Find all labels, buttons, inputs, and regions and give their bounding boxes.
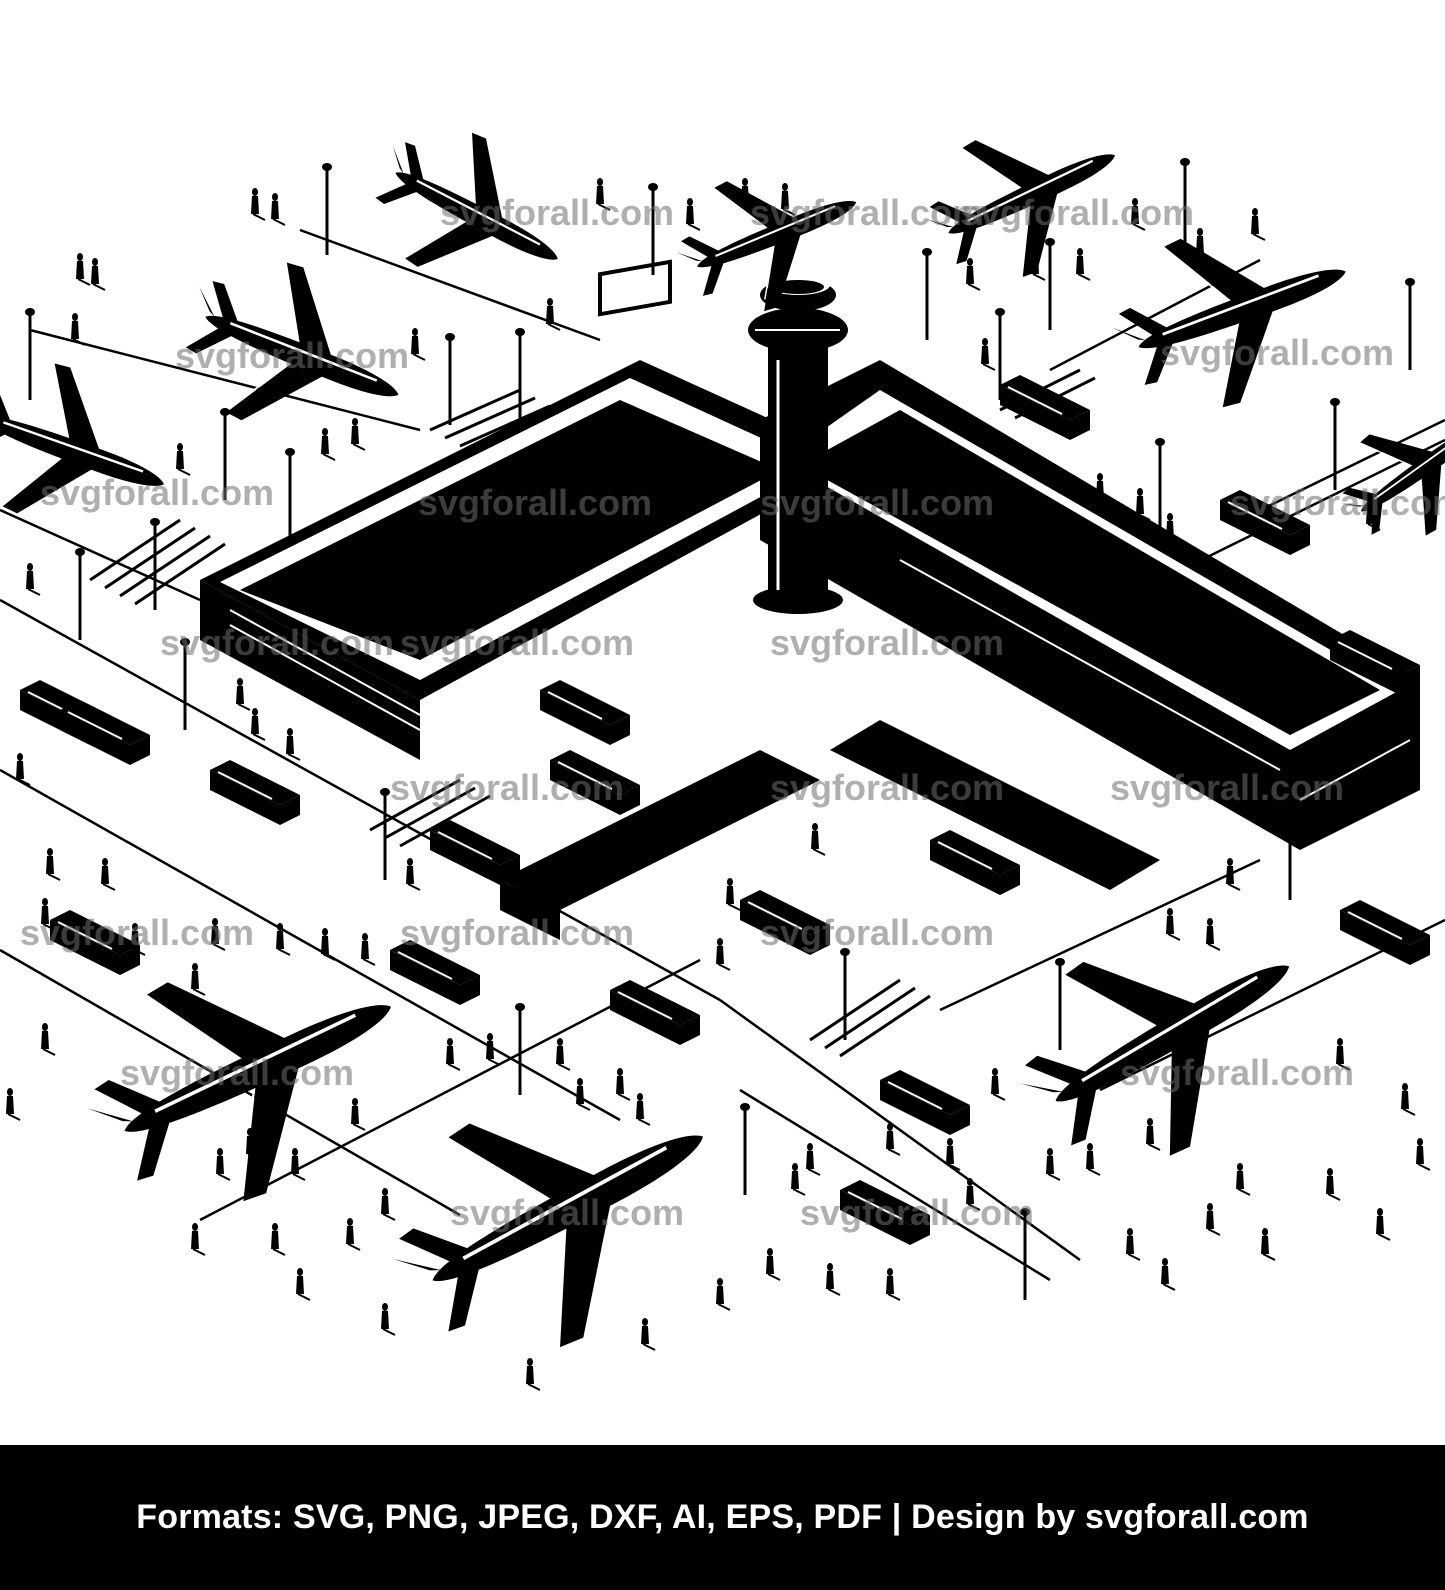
watermark-text: svgforall.com <box>770 622 1004 663</box>
watermark-text: svgforall.com <box>800 1192 1034 1233</box>
footer-banner: Formats: SVG, PNG, JPEG, DXF, AI, EPS, P… <box>0 1445 1445 1590</box>
watermark-text: svgforall.com <box>160 622 394 663</box>
watermark-text: svgforall.com <box>400 912 634 953</box>
watermark-text: svgforall.com <box>20 912 254 953</box>
watermark-text: svgforall.com <box>390 767 624 808</box>
hatch-areas <box>89 368 1096 1058</box>
watermark-text: svgforall.com <box>175 335 409 376</box>
terminal-building-icon <box>200 259 1420 940</box>
watermark-text: svgforall.com <box>1230 482 1445 523</box>
control-tower-icon <box>748 275 848 614</box>
watermark-text: svgforall.com <box>760 482 994 523</box>
watermark-text: svgforall.com <box>450 1192 684 1233</box>
watermark-text: svgforall.com <box>960 192 1194 233</box>
footer-text: Formats: SVG, PNG, JPEG, DXF, AI, EPS, P… <box>136 1498 1309 1536</box>
watermark-text: svgforall.com <box>760 912 994 953</box>
watermark-text: svgforall.com <box>40 472 274 513</box>
watermark-text: svgforall.com <box>400 622 634 663</box>
watermark-text: svgforall.com <box>120 1052 354 1093</box>
watermark-text: svgforall.com <box>1120 1052 1354 1093</box>
watermark-text: svgforall.com <box>770 767 1004 808</box>
watermark-text: svgforall.com <box>1160 332 1394 373</box>
airport-illustration: svgforall.comsvgforall.comsvgforall.coms… <box>0 88 1445 1402</box>
watermark-text: svgforall.com <box>750 192 984 233</box>
watermark-text: svgforall.com <box>418 482 652 523</box>
watermark-text: svgforall.com <box>440 192 674 233</box>
watermark-text: svgforall.com <box>1110 767 1344 808</box>
